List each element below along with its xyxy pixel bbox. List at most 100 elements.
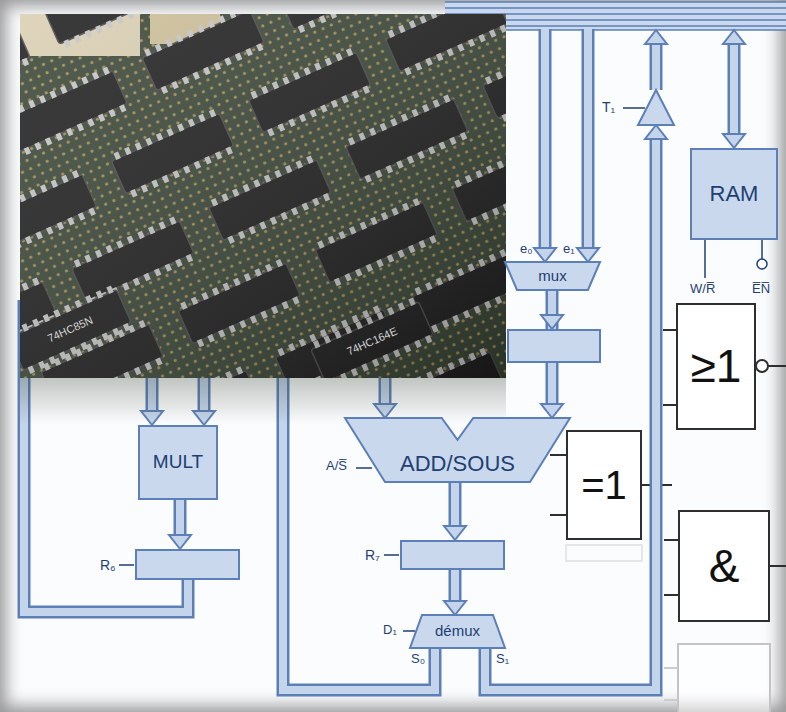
bus-fill [541,29,549,250]
bus-arrowhead [645,30,667,44]
register [508,330,600,362]
block-label: ≥1 [691,341,742,392]
leader-line [119,564,134,566]
register: R₆ [135,549,240,580]
photo [20,14,506,378]
and-gate: & [678,510,770,622]
signal-line [704,240,706,278]
register-name: R₇ [365,548,380,563]
bus-fill [730,42,738,136]
register: R₇ [400,540,505,570]
nor-gate: ≥1 [676,303,756,430]
tristate-buffer: T₁ [638,90,674,125]
faded-gate-input [664,667,678,669]
bus-ram [723,30,745,148]
faded-gate-input [664,699,678,701]
gate-output [770,565,786,567]
bus-outline [174,500,187,537]
block-label: ADD/SOUS [400,452,515,476]
bus-wire [445,7,786,9]
output-name: S₀ [411,652,425,666]
signal-line [356,467,372,469]
pcb-holes [20,14,506,378]
bus-arrowhead [541,404,563,418]
bus-fill [451,570,459,603]
signal-line [761,240,763,259]
data-bus [485,125,667,690]
bus-outline [650,42,663,90]
active-low-bubble [757,259,767,269]
demultiplexer-outline [410,615,505,648]
xor-gate: =1 [566,430,642,540]
bus-arrowhead [534,248,556,262]
block-label: RAM [710,182,759,206]
register-name: R₆ [100,558,116,573]
bus-outline [485,137,656,690]
bus-outline [449,570,462,603]
block-label: & [709,541,740,592]
gate-input [663,404,676,406]
gate-input [664,539,678,541]
bus-arrowhead [444,601,466,615]
input-name: e₁ [563,242,575,256]
tristate-buffer-outline [638,90,674,125]
bus-fill [176,500,184,537]
bus-buffer-out [645,30,667,90]
bus-fill [451,482,459,528]
signal-name: D₁ [383,623,397,637]
bus-fill [485,137,656,690]
adder-subtractor: ADD/SOUS [345,418,570,482]
ram-block: RAM [690,148,778,240]
gate-input [664,594,678,596]
photo-shading [20,14,506,378]
adder-subtractor-outline [345,418,570,482]
signal-line [403,630,415,632]
block-label: =1 [581,463,627,507]
bus-arrowhead [169,535,191,549]
bus-outline [539,29,552,250]
block-label: mux [538,268,566,285]
gate-input [663,329,676,331]
bus-outline [582,29,595,250]
bus-e1 [577,29,599,262]
signal-name: E̅N̅ [752,282,770,296]
gate-input [550,514,566,516]
data-bus [444,570,466,615]
bus-fill [652,42,660,90]
chip-rows [20,14,506,378]
demultiplexer: démux [410,615,505,648]
bus-arrowhead [723,134,745,148]
multiplier-block: MULT [138,425,218,500]
bus-arrowhead [723,30,745,44]
bus-outline [449,482,462,528]
block-label: démux [435,623,480,640]
signal-name: A/S̅ [326,459,347,473]
bus-arrowhead [444,526,466,540]
register-name: T₁ [602,100,615,115]
leader-line [623,107,645,109]
gate-input [550,454,566,456]
photo-ground [20,14,506,378]
bus-arrowhead [645,125,667,139]
multiplexer: mux [505,262,600,290]
data-bus [169,500,191,549]
faded-gate [678,644,770,712]
bus-arrowhead [541,315,563,329]
input-name: e₀ [520,242,533,256]
bus-outline [728,42,741,136]
gate-output [768,365,786,367]
data-bus [444,482,466,540]
multiplexer-outline [505,262,600,290]
leader-line [384,554,399,556]
inverter-bubble [756,360,768,372]
bus-e0 [534,29,556,262]
bus-arrowhead [577,248,599,262]
signal-name: W/R̅ [690,282,715,296]
shape-outline [638,90,674,125]
bus-wire [445,1,786,3]
block-label: MULT [153,452,203,473]
